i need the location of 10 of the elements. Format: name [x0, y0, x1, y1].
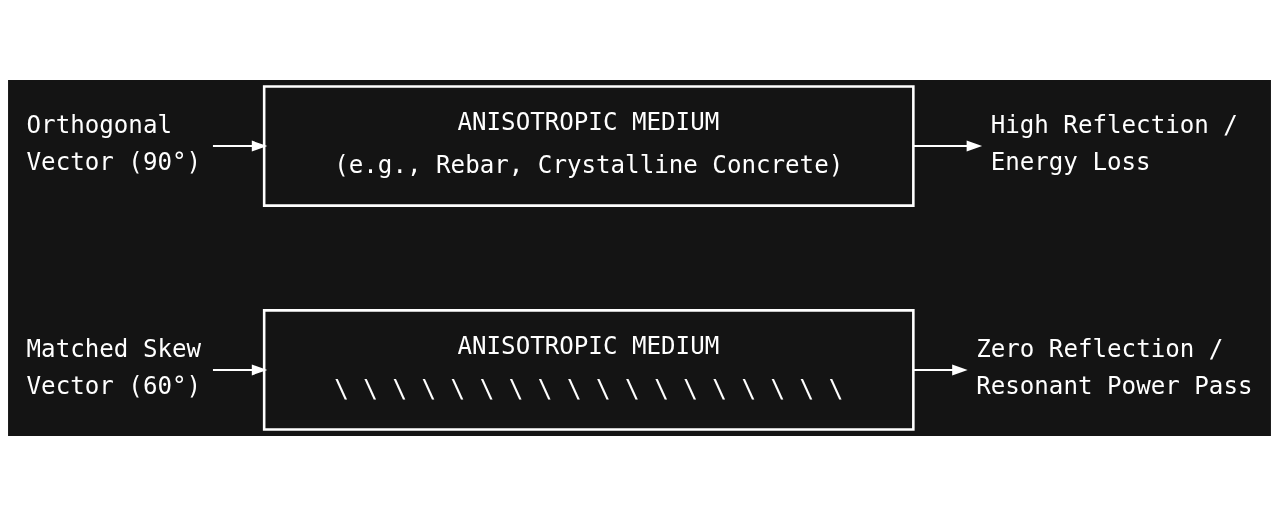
arrow [212, 140, 268, 152]
node-box: ANISOTROPIC MEDIUM (e.g., Rebar, Crystalline Concrete) [262, 85, 915, 207]
node-text: High Reflection / Energy Loss [990, 111, 1238, 177]
node-text: Matched Skew Vector (60°) [26, 335, 202, 401]
arrow [212, 364, 268, 376]
node-box: ANISOTROPIC MEDIUM \ \ \ \ \ \ \ \ \ \ \ \ \ \ \ \ \ \ [262, 309, 915, 431]
node-text: Zero Reflection / Resonant Power Pass [976, 335, 1253, 401]
node-text: Orthogonal Vector (90°) [26, 111, 202, 177]
arrow [913, 140, 983, 152]
arrow [913, 364, 968, 376]
